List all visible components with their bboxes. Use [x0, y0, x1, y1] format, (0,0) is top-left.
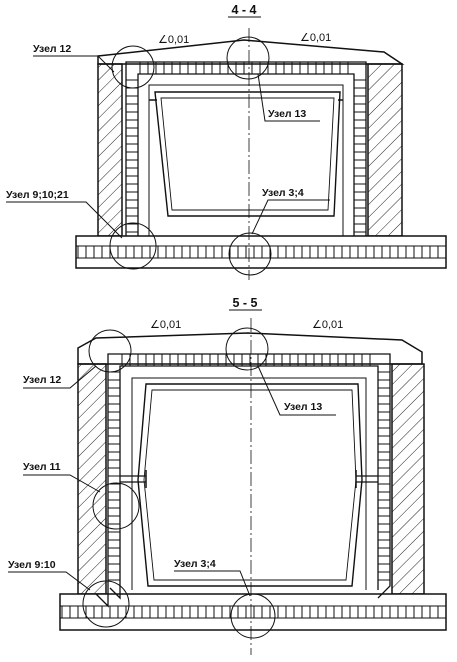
- section-title: 5 - 5: [232, 296, 257, 310]
- inner-vessel: [149, 91, 343, 217]
- node-label: Узел 11: [23, 461, 61, 473]
- roof-slab: [97, 39, 405, 65]
- node-circle: [88, 329, 132, 373]
- node-circle: [111, 45, 155, 89]
- section-4-4: 4 - 4: [6, 3, 447, 280]
- node-label: Узел 13: [268, 108, 306, 120]
- node-circle: [226, 36, 270, 80]
- node-label: Узел 12: [33, 43, 71, 55]
- slope-right: ∠0,01: [312, 319, 343, 331]
- node-circle: [225, 327, 269, 371]
- brick-lining: [95, 353, 391, 608]
- right-outer-wall: [367, 63, 403, 237]
- brick-lining: [125, 61, 367, 236]
- roof-slab: [77, 332, 423, 365]
- slope-right: ∠0,01: [300, 32, 331, 44]
- base-slab: [59, 593, 447, 631]
- right-outer-wall: [391, 363, 425, 595]
- node-circle: [228, 232, 272, 276]
- section-title: 4 - 4: [231, 3, 256, 17]
- node-circle: [109, 222, 157, 270]
- base-slab: [75, 235, 447, 269]
- node-label: Узел 3;4: [174, 558, 216, 570]
- node-circle: [230, 593, 276, 639]
- node-label: Узел 9:10: [8, 559, 56, 571]
- node-label: Узел 9;10;21: [6, 189, 69, 201]
- inner-vessel: [120, 383, 378, 587]
- left-outer-wall: [97, 63, 123, 237]
- left-outer-wall: [77, 363, 107, 595]
- node-label: Узел 13: [284, 401, 322, 413]
- slope-left: ∠0,01: [150, 319, 181, 331]
- slope-left: ∠0,01: [158, 34, 189, 46]
- node-label: Узел 12: [23, 374, 61, 386]
- node-label: Узел 3;4: [262, 187, 304, 199]
- node-circle: [92, 482, 140, 530]
- node-circle: [82, 580, 130, 628]
- section-5-5: 5 - 5: [8, 296, 447, 655]
